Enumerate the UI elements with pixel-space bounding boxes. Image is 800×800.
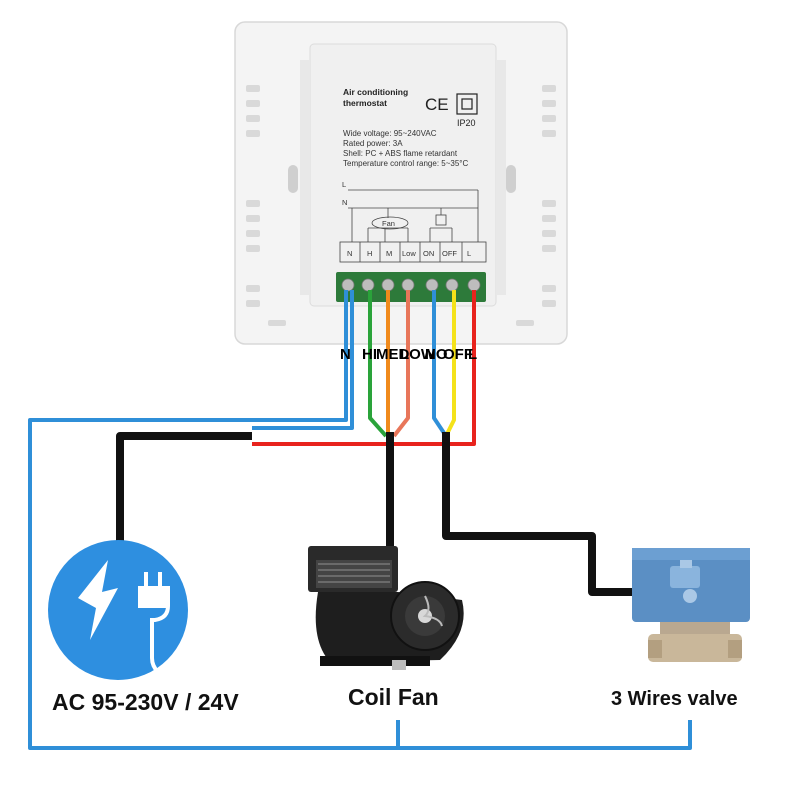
schematic-terminal-n: N [347,249,352,258]
spec-line-3: Shell: PC + ABS flame retardant [343,149,458,158]
schematic-terminal-m: M [386,249,392,258]
terminal-label-n: N [340,346,351,363]
wire-low-coral [392,290,410,438]
cable-power-black [116,432,252,550]
schematic-terminal-l: L [467,249,471,258]
spec-line-1: Wide voltage: 95~240VAC [343,129,437,138]
valve-icon [632,548,750,662]
ip-rating: IP20 [457,118,476,128]
schematic-line-n: N [342,198,347,207]
thermostat-back [234,21,568,345]
schematic-terminal-low: Low [402,249,416,258]
product-title-line2: thermostat [343,98,387,108]
wire-neutral-blue-2 [252,290,354,430]
terminal-label-off: OFF [443,346,473,363]
wires [28,290,692,750]
terminal-label-low: LOW [400,346,436,363]
spec-line-4: Temperature control range: 5~35°C [343,159,468,168]
ce-mark: CE [425,95,449,114]
schematic-terminal-off: OFF [442,249,457,258]
terminal-label-med: MED [376,346,410,363]
wire-no-blue [432,290,448,438]
schematic-terminal-on: ON [423,249,434,258]
power-plug-icon [48,540,188,680]
wire-off-yellow [444,290,456,437]
wire-neutral-blue [28,290,692,750]
coil-fan-icon [308,546,464,670]
power-label: AC 95-230V / 24V [52,689,239,715]
schematic-line-l: L [342,180,346,189]
terminal-label-l: L [468,346,477,363]
wire-live-red [252,290,476,446]
schematic-terminal-h: H [367,249,372,258]
product-title-line1: Air conditioning [343,87,408,97]
fan-label: Coil Fan [348,684,439,710]
spec-line-2: Rated power: 3A [343,139,403,148]
terminal-label-no: NO [425,346,448,363]
terminal-labels: N HI MED LOW NO OFF L [340,346,477,363]
terminal-block [336,272,486,302]
wiring-schematic [339,189,487,263]
schematic-fan-label: Fan [382,219,395,228]
terminal-label-hi: HI [362,346,377,363]
double-insulation-icon [456,93,478,115]
valve-label: 3 Wires valve [611,688,738,710]
schematic-labels: L N Fan N H M Low ON OFF L [342,180,471,258]
cable-valve-black [442,432,635,596]
wire-hi-green [368,290,388,438]
thermostat-label: Air conditioning thermostat CE IP20 Wide… [343,87,478,168]
